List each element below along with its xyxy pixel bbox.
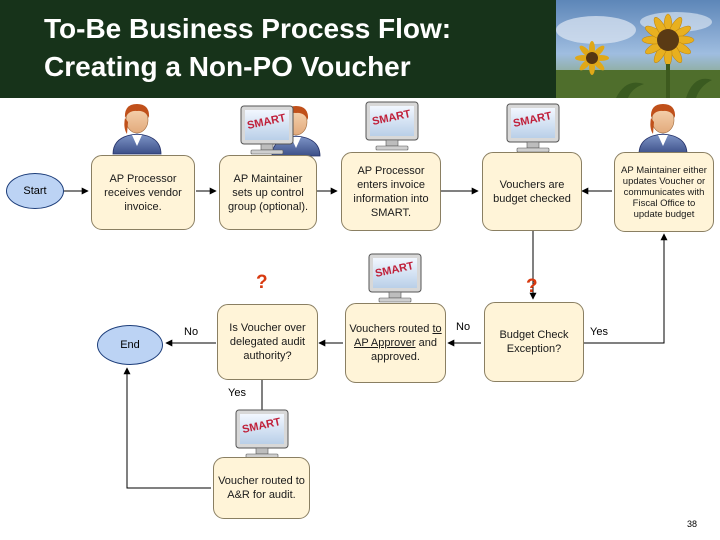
smart-monitor-icon (368, 253, 422, 303)
slide-title: To-Be Business Process Flow: Creating a … (44, 10, 554, 86)
start-terminal: Start (6, 173, 64, 209)
process-route-to-audit: Voucher routed to A&R for audit. (213, 457, 310, 519)
smart-monitor-icon (365, 101, 419, 151)
label-yes-exception: Yes (590, 326, 608, 338)
person-icon (638, 103, 688, 155)
title-line-1: To-Be Business Process Flow: (44, 13, 452, 44)
box7-text-1: Vouchers routed (349, 323, 433, 335)
arrow-box6-to-box5 (584, 233, 668, 344)
process-receive-invoice: AP Processor receives vendor invoice. (91, 155, 195, 230)
end-terminal: End (97, 325, 163, 365)
decision-audit-authority: Is Voucher over delegated audit authorit… (217, 304, 318, 380)
process-budget-check: Vouchers are budget checked (482, 152, 582, 231)
process-setup-control-group: AP Maintainer sets up control group (opt… (219, 155, 317, 230)
question-mark-icon: ? (526, 276, 538, 297)
process-enter-invoice: AP Processor enters invoice information … (341, 152, 441, 231)
box7-text-underlined: to AP Approver (354, 323, 442, 349)
process-update-voucher: AP Maintainer either updates Voucher or … (614, 152, 714, 232)
arrow-box9-to-end (123, 367, 211, 489)
process-route-to-approver: Vouchers routed to AP Approver and appro… (345, 303, 446, 383)
page-number: 38 (687, 519, 698, 529)
label-no-exception: No (456, 321, 471, 333)
sunflower-photo (556, 0, 720, 98)
decision-budget-exception: Budget Check Exception? (484, 302, 584, 382)
smart-monitor-icon (235, 409, 289, 459)
label-no-audit: No (184, 326, 199, 338)
box7-text-2: and approved. (371, 337, 437, 363)
title-line-2: Creating a Non-PO Voucher (44, 51, 411, 82)
label-yes-audit: Yes (228, 387, 246, 399)
question-mark-icon: ? (256, 272, 268, 293)
smart-monitor-icon (506, 103, 560, 153)
person-icon (112, 103, 162, 155)
